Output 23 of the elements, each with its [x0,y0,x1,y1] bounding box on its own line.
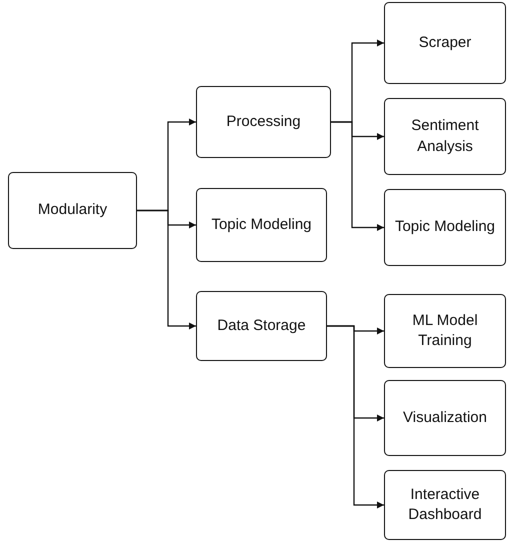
process-box [8,172,137,249]
box-label: Processing [225,112,302,132]
box-label: Topic Modeling [394,217,496,238]
box-label: Sentiment Analysis [410,116,480,156]
process-box [384,189,506,266]
process-box [196,291,327,361]
box-label: Interactive Dashboard [407,484,483,525]
arrow [137,210,196,330]
process-box [384,294,506,368]
process-box [384,2,506,84]
process-box [384,380,506,456]
box-label: Visualization [402,408,488,428]
process-box [384,470,506,540]
process-box [196,188,327,262]
box-label: Modularity [36,200,108,220]
box-label: Topic Modeling [210,214,313,235]
process-box [196,86,331,158]
arrow [327,325,384,509]
arrow [331,121,384,232]
box-label: ML Model Training [411,310,479,351]
box-label: Data Storage [216,316,307,336]
box-label: Scraper [418,32,472,53]
process-box [384,98,506,175]
